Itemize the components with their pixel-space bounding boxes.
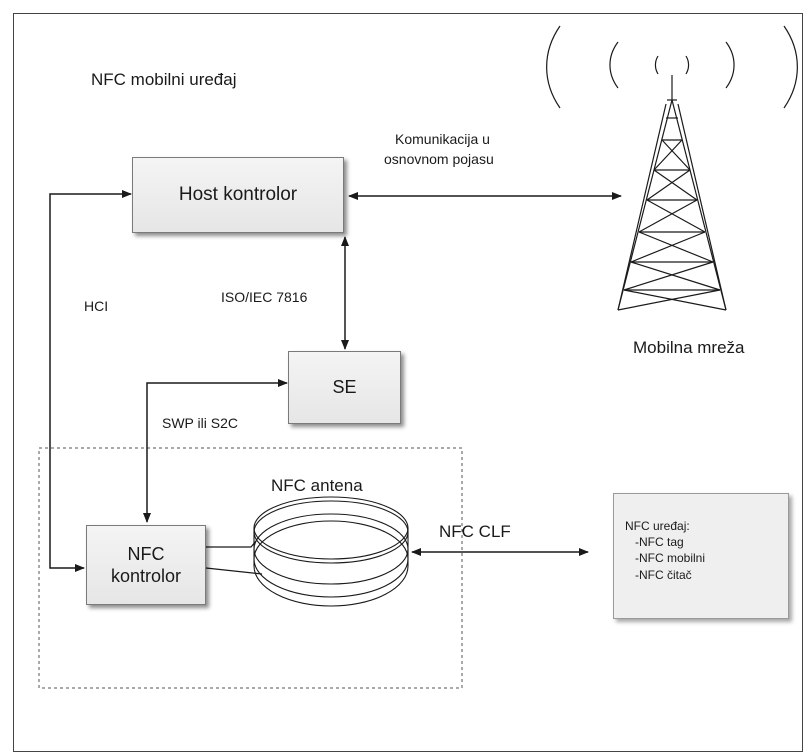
host-controller-label: Host kontrolor bbox=[178, 184, 298, 206]
baseband-label-line1: Komunikacija u bbox=[395, 131, 490, 147]
hci-connector bbox=[49, 190, 132, 572]
nfc-peer-device-box: NFC uređaj: -NFC tag -NFC mobilni -NFC č… bbox=[613, 493, 789, 619]
baseband-label-line2: osnovnom pojasu bbox=[384, 151, 494, 167]
iso-label: ISO/IEC 7816 bbox=[221, 289, 308, 305]
swp-label: SWP ili S2C bbox=[162, 415, 238, 431]
radio-waves-icon bbox=[546, 25, 798, 109]
nfc-controller-box: NFC kontrolor bbox=[86, 525, 206, 605]
nfc-peer-item-tag: -NFC tag bbox=[635, 535, 684, 550]
cell-tower-icon bbox=[617, 75, 727, 311]
secure-element-label: SE bbox=[332, 377, 357, 398]
clf-label: NFC CLF bbox=[439, 522, 511, 541]
network-label: Mobilna mreža bbox=[633, 338, 745, 357]
device-title: NFC mobilni uređaj bbox=[91, 70, 237, 89]
antenna-feed-top bbox=[206, 540, 257, 548]
swp-connector bbox=[143, 379, 288, 523]
nfc-controller-label-line2: kontrolor bbox=[110, 566, 182, 586]
nfc-peer-item-reader: -NFC čitač bbox=[635, 567, 692, 582]
antenna-label: NFC antena bbox=[271, 476, 363, 495]
nfc-peer-item-mobile: -NFC mobilni bbox=[635, 551, 706, 566]
host-controller-box: Host kontrolor bbox=[132, 157, 344, 233]
hci-label: HCI bbox=[84, 298, 109, 314]
nfc-controller-label-line1: NFC bbox=[127, 543, 165, 564]
antenna-feed-bottom bbox=[205, 567, 263, 575]
secure-element-box: SE bbox=[288, 351, 401, 424]
nfc-peer-device-title: NFC uređaj: bbox=[625, 519, 690, 533]
outer-frame bbox=[13, 13, 803, 752]
nfc-antenna-icon bbox=[253, 496, 409, 607]
